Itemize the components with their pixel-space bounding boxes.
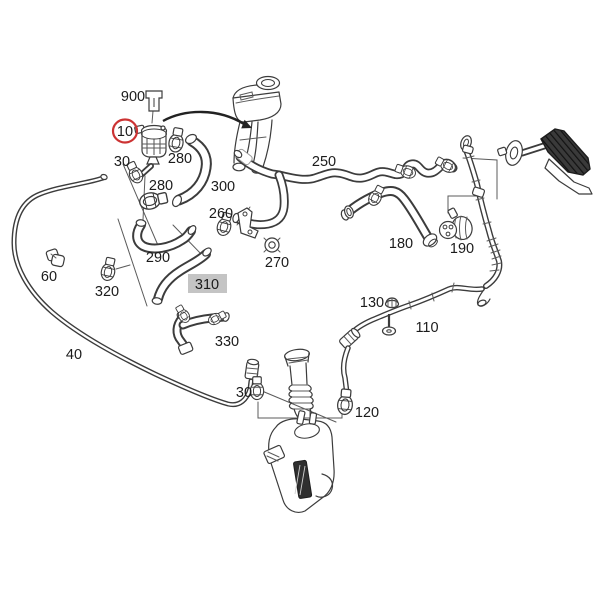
- arrowhead-icon: [241, 119, 252, 129]
- part-number[interactable]: 180: [389, 236, 413, 252]
- clamp-on-330-right-icon: [206, 308, 228, 328]
- part-number[interactable]: 280: [149, 178, 173, 194]
- part-label-270[interactable]: 270: [265, 255, 289, 271]
- hatched-bracket-art: [497, 128, 593, 195]
- hose-300-art: [171, 133, 212, 208]
- part-number[interactable]: 270: [265, 255, 289, 271]
- part-label-320[interactable]: 320: [95, 284, 119, 300]
- part-label-330[interactable]: 330: [215, 334, 239, 350]
- hose-180-art: [340, 183, 438, 248]
- part-label-280-upper[interactable]: 280: [168, 151, 192, 167]
- part-label-310-highlighted[interactable]: 310: [188, 274, 227, 293]
- part-number[interactable]: 60: [41, 269, 57, 285]
- part-number[interactable]: 120: [355, 405, 379, 421]
- sensor-190-art: [438, 207, 473, 241]
- part-number[interactable]: 10: [117, 124, 133, 140]
- part-label-180[interactable]: 180: [389, 236, 413, 252]
- part-number[interactable]: 260: [209, 206, 233, 222]
- part-label-300[interactable]: 300: [211, 179, 235, 195]
- part-label-40[interactable]: 40: [66, 347, 82, 363]
- part-label-900[interactable]: 900: [121, 89, 145, 105]
- pipe-110-art: [339, 135, 503, 397]
- part-label-280-lower[interactable]: 280: [149, 178, 173, 194]
- hose-330-art: [172, 303, 230, 355]
- nut-130-art: [384, 297, 400, 309]
- bracket-260-art: [237, 207, 259, 239]
- part-number[interactable]: 30: [236, 385, 252, 401]
- part-label-260[interactable]: 260: [209, 206, 233, 222]
- part-number[interactable]: 320: [95, 284, 119, 300]
- part-label-190[interactable]: 190: [450, 241, 474, 257]
- cap-900-art: [145, 90, 163, 112]
- hose-290-art: [132, 219, 197, 254]
- clamp-120-icon: [336, 388, 355, 416]
- part-number[interactable]: 310: [195, 277, 219, 293]
- highlight-box: [188, 274, 227, 293]
- part-label-30-lower[interactable]: 30: [236, 385, 252, 401]
- clamp-320-icon: [99, 256, 119, 283]
- part-number[interactable]: 110: [415, 320, 438, 336]
- part-label-110[interactable]: 110: [415, 320, 438, 336]
- washer-reservoir-art: [263, 348, 335, 513]
- part-label-10-circled[interactable]: 10: [111, 118, 139, 144]
- part-label-250[interactable]: 250: [312, 154, 336, 170]
- clamp-280-upper-icon: [166, 126, 187, 154]
- part-number[interactable]: 130: [360, 295, 384, 311]
- part-number[interactable]: 330: [215, 334, 239, 350]
- part-number[interactable]: 280: [168, 151, 192, 167]
- clamp-30-lower-icon: [249, 376, 265, 401]
- arrow-to-tank: [162, 110, 252, 129]
- part-number[interactable]: 250: [312, 154, 336, 170]
- hose-40-art: [11, 173, 260, 408]
- part-number[interactable]: 300: [211, 179, 235, 195]
- hose-250-art: [232, 148, 459, 230]
- part-number[interactable]: 190: [450, 241, 474, 257]
- part-number[interactable]: 40: [66, 347, 82, 363]
- part-number[interactable]: 290: [146, 250, 170, 266]
- hatched-pad-icon: [540, 128, 591, 176]
- hose-310-art: [151, 247, 212, 305]
- part-label-30-upper[interactable]: 30: [114, 154, 130, 170]
- part-number[interactable]: 900: [121, 89, 145, 105]
- part-label-120[interactable]: 120: [355, 405, 379, 421]
- part-number[interactable]: 30: [114, 154, 130, 170]
- red-callout-circle: [111, 118, 139, 144]
- part-label-130[interactable]: 130: [360, 295, 384, 311]
- part-label-60[interactable]: 60: [41, 269, 57, 285]
- clip-60-art: [45, 248, 65, 268]
- grommet-270-art: [263, 237, 281, 253]
- part-label-290[interactable]: 290: [146, 250, 170, 266]
